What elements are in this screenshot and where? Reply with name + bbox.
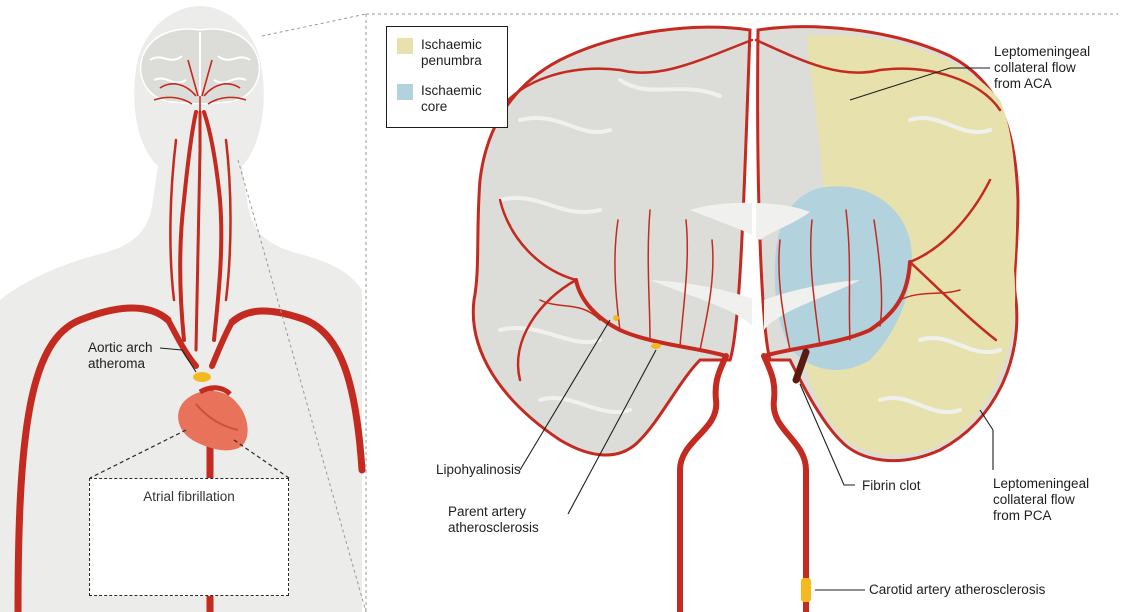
parent-artery-label: Parent artery atherosclerosis xyxy=(448,504,568,536)
collateral-pca-label: Leptomeningeal collateral flow from PCA xyxy=(993,476,1103,524)
aortic-arch-label: Aortic arch atheroma xyxy=(88,340,168,372)
penumbra-swatch xyxy=(397,38,413,54)
lipohyalinosis-label: Lipohyalinosis xyxy=(436,462,521,478)
aortic-arch-atheroma-mark xyxy=(193,372,211,382)
legend-label-penumbra: Ischaemic penumbra xyxy=(421,37,501,69)
legend-item-core: Ischaemic core xyxy=(397,83,501,115)
legend: Ischaemic penumbra Ischaemic core xyxy=(386,26,508,128)
atrial-fibrillation-box: Atrial fibrillation xyxy=(89,478,289,596)
lipohyalinosis-mark xyxy=(613,315,619,321)
carotid-atherosclerosis-mark xyxy=(801,578,811,602)
collateral-aca-label: Leptomeningeal collateral flow from ACA xyxy=(994,44,1104,92)
fibrin-clot-label: Fibrin clot xyxy=(862,478,921,494)
parent-artery-mark xyxy=(651,343,661,349)
legend-label-core: Ischaemic core xyxy=(421,83,501,115)
legend-item-penumbra: Ischaemic penumbra xyxy=(397,37,501,69)
core-swatch xyxy=(397,84,413,100)
atrial-fibrillation-label: Atrial fibrillation xyxy=(90,489,288,504)
carotid-label: Carotid artery atherosclerosis xyxy=(869,582,1045,598)
brain-section xyxy=(473,27,1018,461)
